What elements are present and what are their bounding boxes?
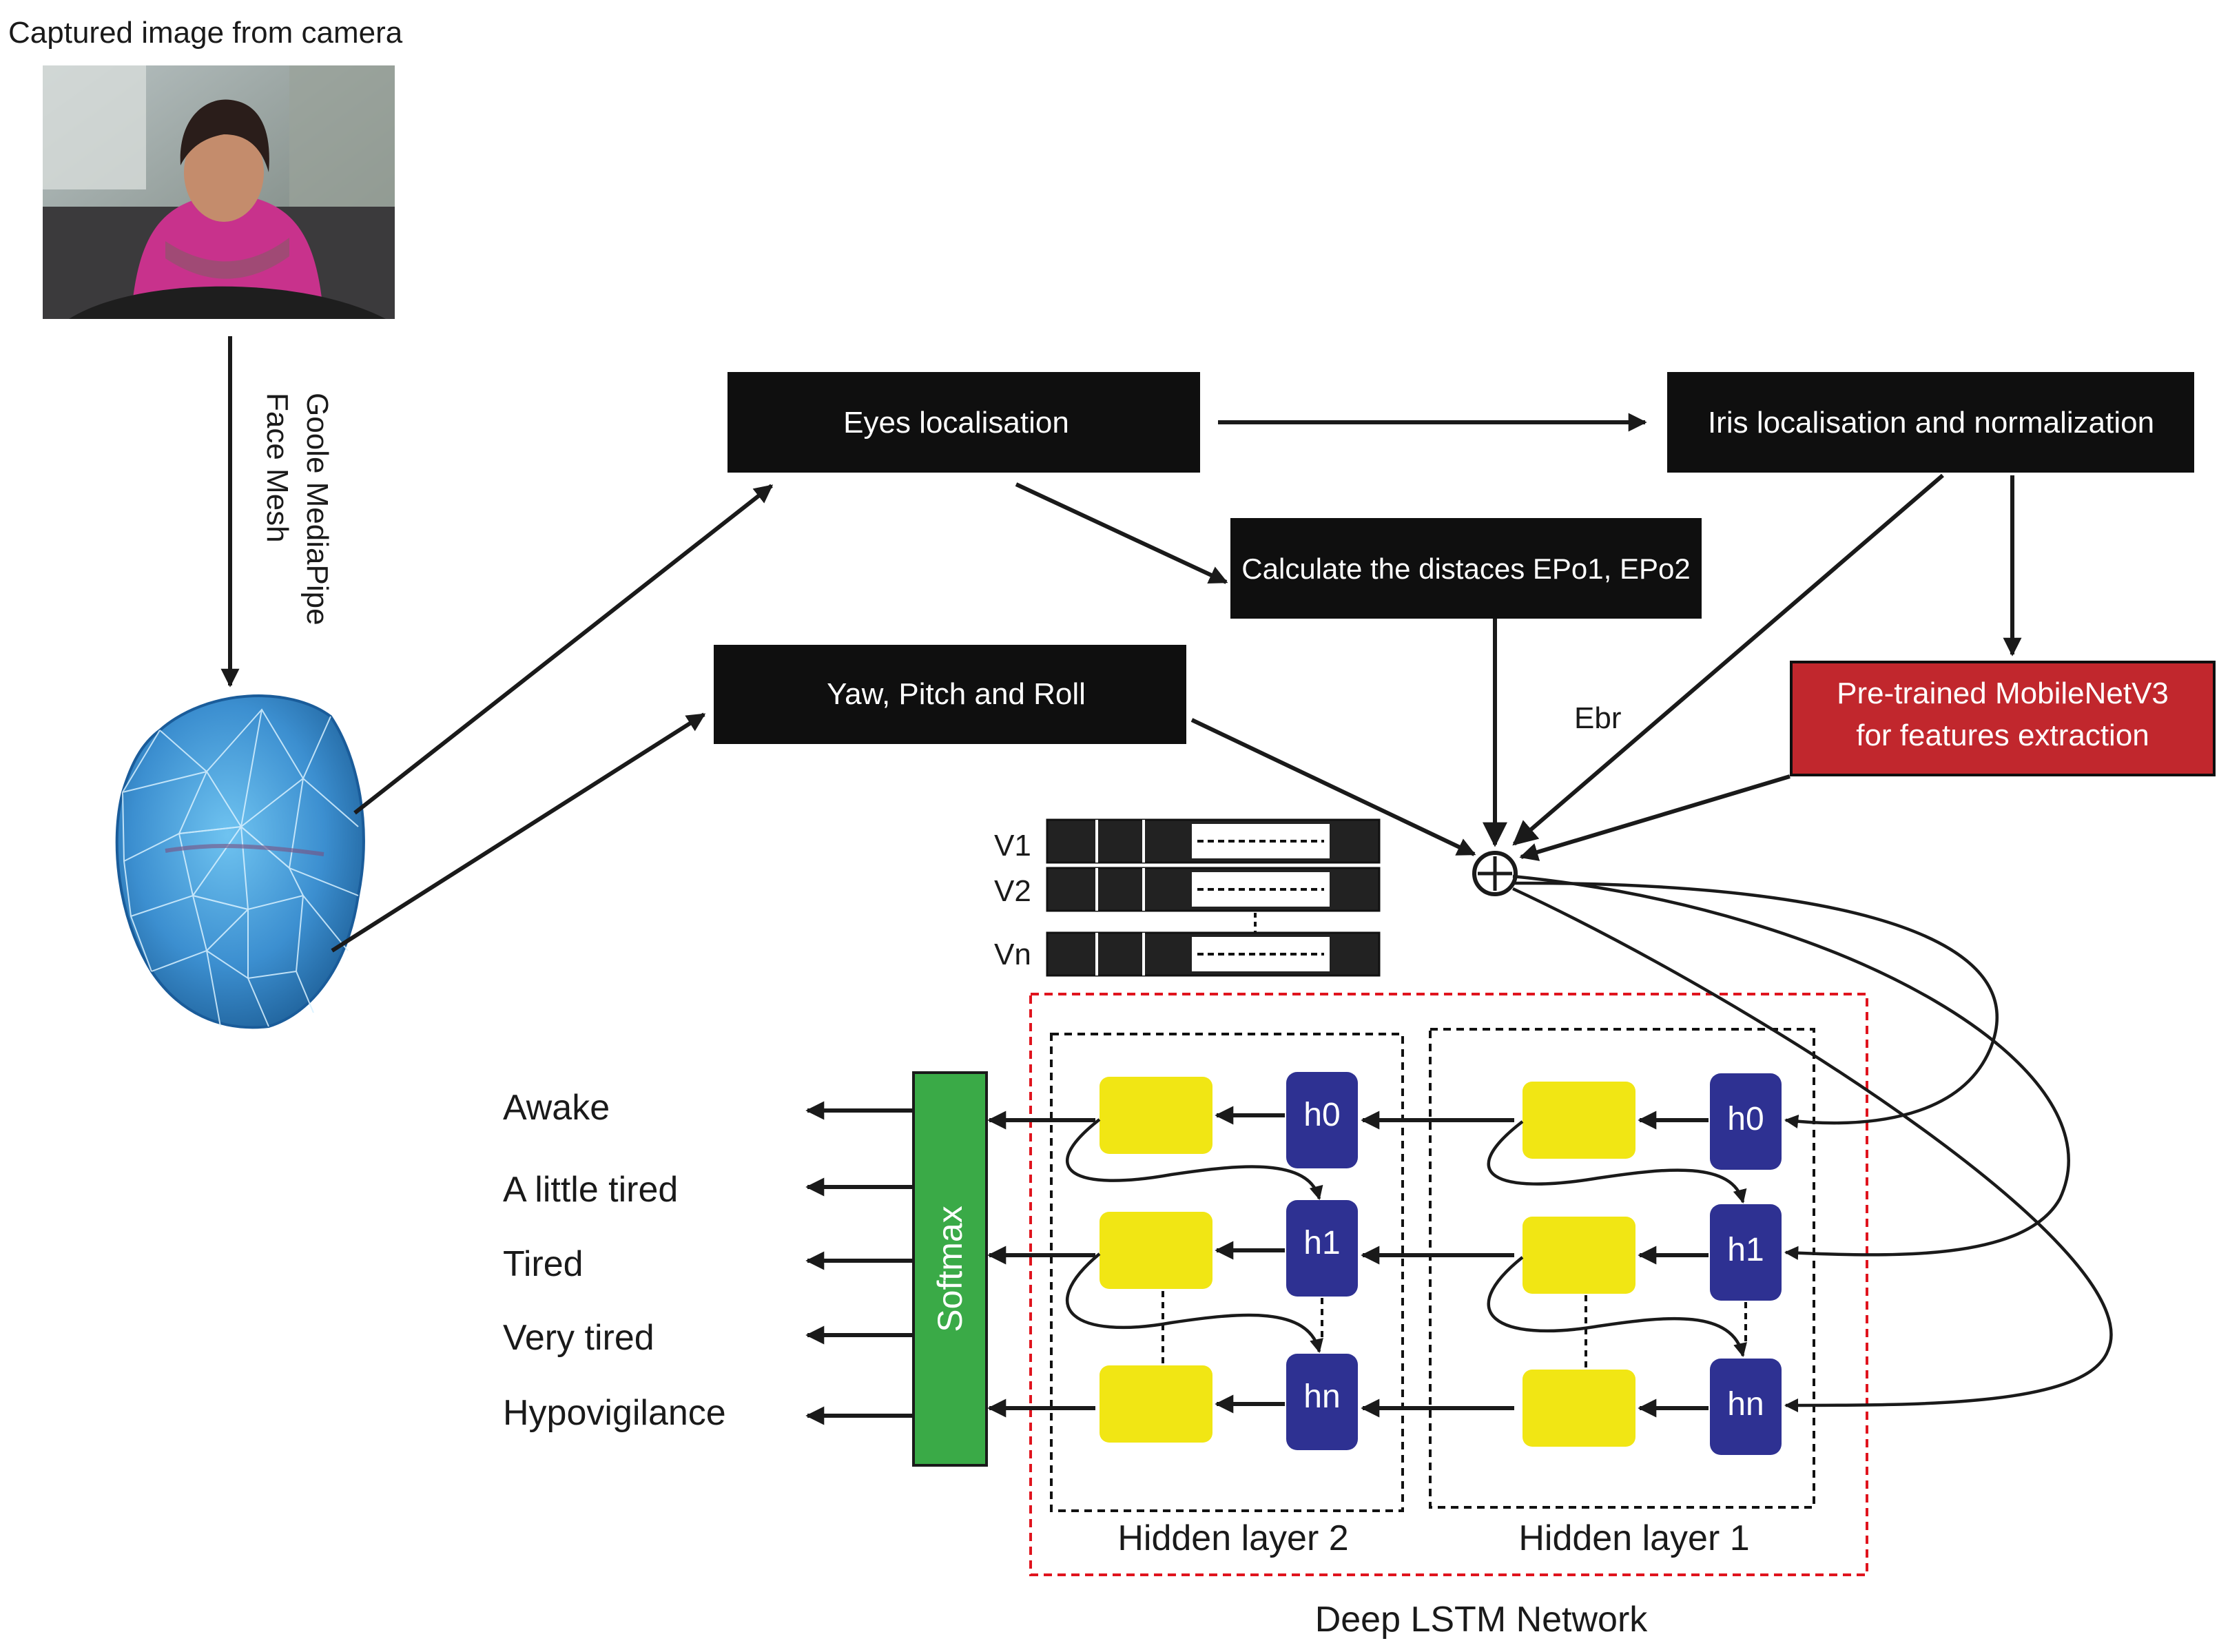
layer1-cell-0	[1523, 1082, 1635, 1159]
output-label-hypovigilance: Hypovigilance	[503, 1393, 726, 1433]
camera-caption: Captured image from camera	[8, 16, 403, 50]
hidden-to-cell-arrows	[1215, 1106, 1709, 1418]
output-label-a-little-tired: A little tired	[503, 1170, 678, 1210]
layer1-to-layer2-arrows	[1361, 1111, 1514, 1418]
vn-label: Vn	[994, 938, 1031, 971]
hidden-layer-2-label: Hidden layer 2	[1117, 1518, 1348, 1558]
softmax-block: Softmax	[912, 1071, 988, 1467]
feature-vector-v2	[1046, 867, 1381, 912]
mediapipe-label: Goole MediaPipe Face Mesh	[260, 393, 334, 626]
eyes-localisation-box: Eyes localisation	[727, 372, 1200, 473]
hidden-layer-1-label: Hidden layer 1	[1518, 1518, 1749, 1558]
hidden-layer-2-boundary	[1050, 1033, 1404, 1512]
layer2-cell-0	[1100, 1077, 1212, 1154]
output-label-very-tired: Very tired	[503, 1318, 654, 1358]
layer2-cell-n	[1100, 1365, 1212, 1443]
distances-box: Calculate the distaces EPo1, EPo2	[1230, 518, 1702, 619]
v1-label: V1	[994, 829, 1031, 863]
layer1-hn-label: hn	[1727, 1386, 1764, 1423]
layer1-cell-1	[1523, 1217, 1635, 1294]
eyes-localisation-label: Eyes localisation	[843, 406, 1069, 440]
layer2-hn-unit: hn	[1286, 1354, 1358, 1450]
layer1-hn-unit: hn	[1710, 1359, 1782, 1455]
mediapipe-label-line1: Goole MediaPipe	[300, 393, 334, 626]
layer2-h1-label: h1	[1303, 1225, 1340, 1261]
iris-localisation-box: Iris localisation and normalization	[1667, 372, 2194, 473]
output-label-tired: Tired	[503, 1244, 584, 1284]
layer2-h1-unit: h1	[1286, 1200, 1358, 1297]
layer1-h1-label: h1	[1727, 1232, 1764, 1268]
hidden-layer-1-boundary	[1429, 1028, 1815, 1509]
output-label-awake: Awake	[503, 1088, 610, 1128]
yaw-pitch-roll-box: Yaw, Pitch and Roll	[714, 645, 1186, 744]
distances-label: Calculate the distaces EPo1, EPo2	[1241, 553, 1690, 585]
arrow-eyes-to-distances	[1015, 482, 1228, 584]
layer1-h1-unit: h1	[1710, 1204, 1782, 1301]
layer2-hn-label: hn	[1303, 1379, 1340, 1415]
layer2-h0-unit: h0	[1286, 1072, 1358, 1168]
mediapipe-label-line2: Face Mesh	[260, 393, 294, 543]
iris-localisation-label: Iris localisation and normalization	[1708, 406, 2154, 440]
mobilenet-label-line1: Pre-trained MobileNetV3	[1837, 677, 2169, 710]
yaw-pitch-roll-label: Yaw, Pitch and Roll	[827, 677, 1086, 711]
feature-vector-v1	[1046, 818, 1381, 864]
v2-label: V2	[994, 874, 1031, 908]
layer2-to-softmax-arrows	[987, 1111, 1095, 1418]
concat-to-layer1-curves	[1512, 874, 2113, 1413]
layer1-h0-label: h0	[1727, 1101, 1764, 1137]
arrow-mobilenet-to-concat	[1519, 774, 1790, 861]
layer2-cell-1	[1100, 1212, 1212, 1289]
arrow-iris-to-concat-ebr	[1512, 473, 1944, 846]
layer2-h0-label: h0	[1303, 1097, 1340, 1133]
arrow-mesh-to-ypr	[331, 712, 706, 953]
ebr-label: Ebr	[1574, 701, 1621, 735]
face-mesh-head	[115, 694, 365, 1029]
mobilenet-label-line2: for features extraction	[1856, 719, 2149, 752]
layer1-h0-unit: h0	[1710, 1073, 1782, 1170]
concat-node	[1472, 851, 1518, 896]
mobilenet-box: Pre-trained MobileNetV3 for features ext…	[1790, 661, 2216, 776]
arrow-ypr-to-concat	[1190, 718, 1476, 856]
feature-vector-vn	[1046, 931, 1381, 977]
arrow-mesh-to-eyes	[353, 484, 774, 815]
softmax-label: Softmax	[931, 1206, 969, 1332]
layer1-cell-n	[1523, 1370, 1635, 1447]
camera-photo	[43, 65, 395, 319]
deep-lstm-network-label: Deep LSTM Network	[1315, 1600, 1649, 1640]
output-arrows	[805, 1101, 912, 1425]
deep-lstm-boundary	[1029, 993, 1868, 1576]
recurrent-connections	[1066, 1118, 1747, 1357]
